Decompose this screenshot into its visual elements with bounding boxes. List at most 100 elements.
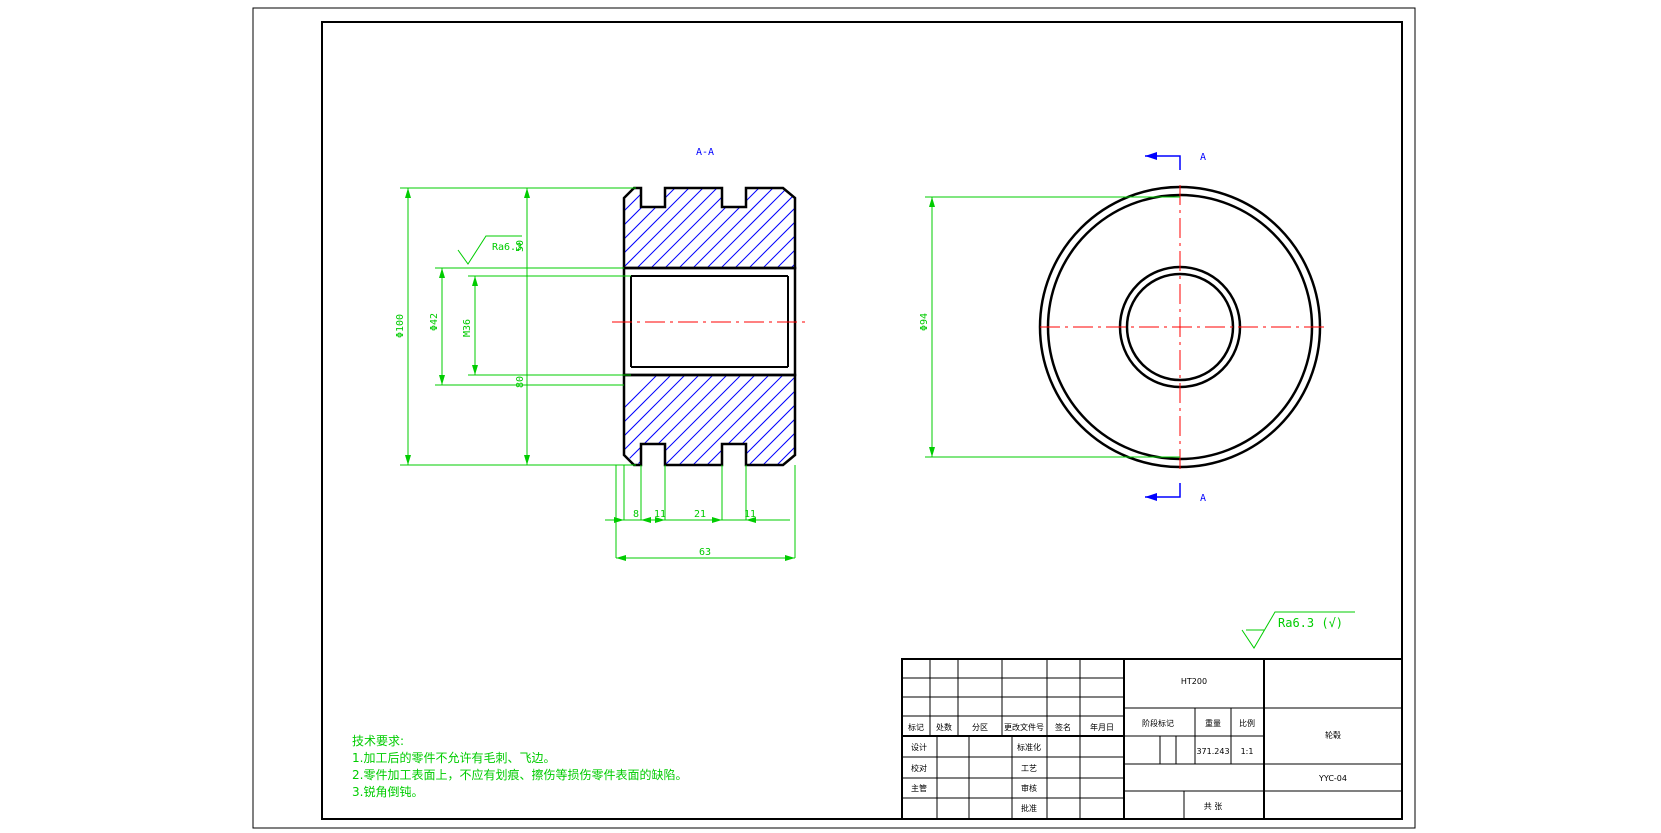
cut-marker-top [1145, 155, 1181, 170]
dim-w63: 63 [699, 547, 711, 558]
hatch-line [783, 188, 795, 268]
hatch-line [769, 375, 795, 465]
tb-design: 设计 [911, 742, 927, 752]
tb-sheet: 共 张 [1204, 802, 1223, 811]
top-wall-outline [622, 186, 797, 270]
hatch-line [624, 375, 665, 465]
dim-d100: Φ100 [395, 314, 406, 338]
hatch-line [643, 375, 749, 465]
tb-h-docno: 更改文件号 [1004, 722, 1044, 732]
tb-chief: 主管 [911, 783, 927, 793]
tb-weight: 重量 [1205, 718, 1221, 728]
tb-weight-value: 371.243 [1196, 747, 1229, 756]
hatch-line [741, 188, 795, 268]
notes-line3: 3.锐角倒钝。 [352, 785, 423, 799]
section-label: A-A [696, 147, 714, 158]
section-dim-texts: Φ100 Φ42 M36 Ra6.3 50 80 8 11 21 11 63 [395, 240, 756, 558]
tb-material: HT200 [1181, 677, 1207, 686]
section-view: A-A [612, 147, 972, 472]
hatch-line [624, 375, 707, 465]
dim-ra-small: Ra6.3 [492, 242, 522, 253]
hatch-line [699, 375, 795, 465]
technical-notes: 技术要求: 1.加工后的零件不允许有毛刺、飞边。 2.零件加工表面上，不应有划痕… [352, 734, 687, 799]
tb-std: 标准化 [1017, 742, 1041, 752]
outer-frame [252, 7, 1416, 829]
hatch-line [840, 368, 944, 472]
hatch-bottom [624, 368, 972, 472]
tb-h-date: 年月日 [1090, 722, 1114, 732]
hatch-line [840, 180, 935, 275]
cut-label-top: A [1200, 152, 1206, 163]
hatch-line [624, 188, 684, 268]
cut-label-bottom: A [1200, 493, 1206, 504]
hatch-line [854, 368, 958, 472]
hatch-line [769, 188, 795, 268]
hatch-line [826, 368, 930, 472]
hatch-line [643, 188, 740, 268]
hatch-line [812, 368, 916, 472]
hatch-line [798, 180, 893, 275]
dim-50: 50 [515, 240, 526, 252]
tb-scale: 比例 [1239, 718, 1255, 728]
inner-frame [321, 21, 1403, 820]
notes-title: 技术要求: [352, 734, 404, 748]
title-block-texts: HT200 标记 处数 分区 更改文件号 签名 年月日 设计 校对 主管 标准化… [908, 677, 1347, 813]
hatch-line [624, 375, 721, 465]
hatch-line [624, 375, 679, 465]
hatch-line [624, 375, 693, 465]
dim-m36: M36 [462, 319, 473, 337]
notes-line1: 1.加工后的零件不允许有毛刺、飞边。 [352, 750, 555, 765]
hatch-line [783, 375, 795, 465]
dim-d94: Φ94 [919, 313, 930, 331]
hatch-line [755, 375, 795, 465]
hatch-line [826, 180, 921, 275]
hatch-line [868, 180, 963, 275]
hatch-line [727, 375, 795, 465]
tb-approve: 批准 [1021, 803, 1037, 813]
hatch-line [671, 375, 777, 465]
tb-stage-mark: 阶段标记 [1142, 718, 1174, 728]
hatch-line [624, 188, 670, 268]
hatch-line [812, 180, 907, 275]
tb-scale-value: 1:1 [1241, 747, 1254, 756]
hatch-line [629, 375, 735, 465]
section-dimensions [400, 187, 796, 559]
hatch-line [699, 188, 795, 268]
surface-note-text: Ra6.3 (√) [1278, 616, 1343, 630]
tb-part-name: 轮毂 [1325, 730, 1341, 740]
dim-80: 80 [515, 376, 526, 388]
front-view [925, 152, 1325, 501]
tb-process: 工艺 [1021, 764, 1037, 773]
hatch-line [798, 368, 902, 472]
hatch-line [713, 375, 795, 465]
cut-marker-bottom [1145, 483, 1181, 498]
tb-h-zone: 分区 [972, 723, 988, 732]
hatch-line [624, 188, 712, 268]
tb-h-sign: 签名 [1055, 722, 1071, 732]
hatch-line [868, 368, 972, 472]
hatch-top [624, 180, 963, 275]
tb-h-count: 处数 [936, 722, 952, 732]
dim-w21: 21 [694, 509, 706, 520]
tb-check: 校对 [911, 763, 927, 773]
hatch-line [727, 188, 795, 268]
tb-h-mark: 标记 [908, 722, 924, 732]
dim-w11a: 11 [654, 509, 666, 520]
hatch-line [685, 188, 782, 268]
surface-note [1241, 611, 1355, 649]
hatch-line [755, 188, 795, 268]
section-dim-arrows [405, 188, 795, 561]
tb-review: 审核 [1021, 783, 1037, 793]
notes-line2: 2.零件加工表面上，不应有划痕、擦伤等损伤零件表面的缺陷。 [352, 767, 687, 782]
hatch-line [624, 188, 656, 268]
hatch-line [685, 375, 791, 465]
dim-w8: 8 [633, 509, 639, 520]
dim-d42: Φ42 [429, 313, 440, 331]
hatch-line [657, 188, 754, 268]
hatch-line [657, 375, 763, 465]
hatch-line [624, 188, 698, 268]
hatch-line [671, 188, 768, 268]
title-block [901, 658, 1403, 820]
hatch-line [629, 188, 726, 268]
